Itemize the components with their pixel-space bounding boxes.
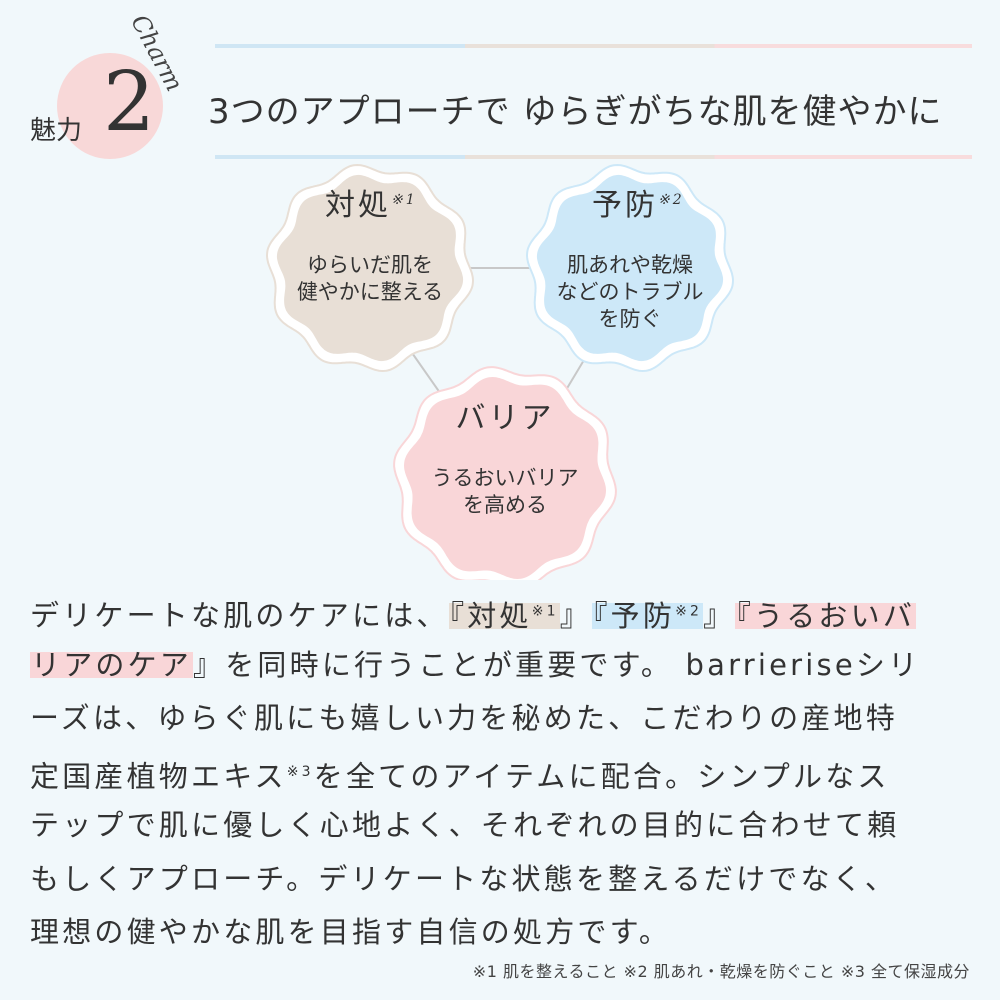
section-title: 3つのアプローチで ゆらぎがちな肌を健やかに bbox=[208, 92, 943, 132]
circle-title-barrier: バリア bbox=[455, 401, 555, 436]
divider-bottom bbox=[215, 155, 972, 159]
circle-yobou bbox=[536, 174, 724, 362]
circle-title-taisho: 対処※1 bbox=[325, 188, 418, 223]
footnotes: ※1 肌を整えること ※2 肌あれ・乾燥を防ぐこと ※3 全て保湿成分 bbox=[472, 962, 970, 981]
charm-label: 魅力 bbox=[30, 116, 83, 146]
circle-taisho bbox=[276, 174, 464, 362]
charm-number: 2 bbox=[103, 55, 156, 150]
circle-title-yobou: 予防※2 bbox=[592, 188, 685, 223]
circle-body-taisho: ゆらいだ肌を 健やかに整える bbox=[296, 253, 444, 304]
number-badge bbox=[57, 53, 163, 159]
circle-body-yobou: 肌あれや乾燥 などのトラブル を防ぐ bbox=[556, 253, 704, 331]
circle-barrier bbox=[404, 377, 606, 579]
circle-body-barrier: うるおいバリア を高める bbox=[431, 466, 579, 517]
description-text: デリケートな肌のケアには、『対処※1』『予防※2』『うるおいバ リアのケア』を同… bbox=[30, 598, 921, 949]
divider-top bbox=[215, 44, 972, 48]
approach-diagram bbox=[265, 163, 735, 580]
